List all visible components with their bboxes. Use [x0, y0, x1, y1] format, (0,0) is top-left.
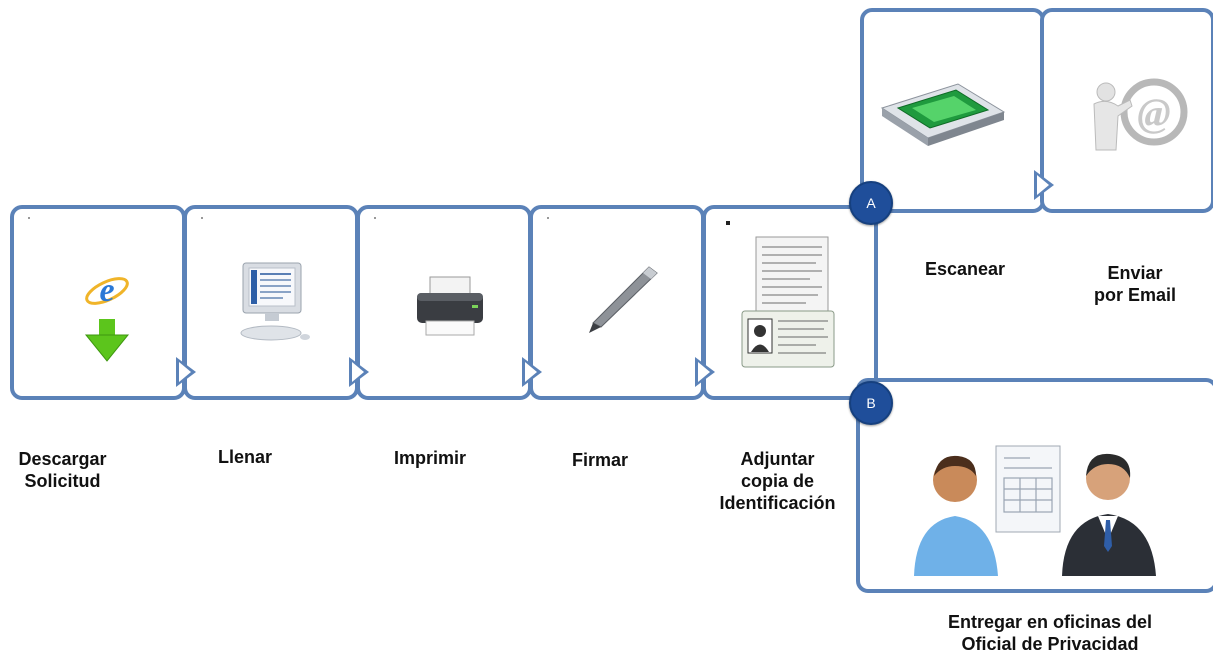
step-box-firmar [529, 205, 705, 400]
step-box-llenar [183, 205, 359, 400]
step-box-entregar [856, 378, 1213, 593]
svg-text:@: @ [1137, 90, 1170, 135]
step-box-escanear [860, 8, 1045, 213]
step-box-descargar: e [10, 205, 186, 400]
branch-marker-b: B [849, 381, 893, 425]
step-label-entregar: Entregar en oficinas del Oficial de Priv… [947, 612, 1153, 654]
pen-icon [589, 266, 658, 333]
branch-marker-a: A [849, 181, 893, 225]
email-person-icon: @ [1093, 78, 1188, 151]
step-label-firmar: Firmar [571, 450, 629, 470]
people-document-handoff-icon [914, 445, 1156, 576]
step-label-imprimir: Imprimir [393, 448, 467, 468]
id-documents-icon [741, 236, 835, 368]
step-label-adjuntar: Adjuntar copia de Identificación [719, 449, 836, 513]
svg-text:e: e [99, 272, 114, 309]
step-box-imprimir [356, 205, 532, 400]
step-label-llenar: Llenar [217, 447, 273, 467]
step-label-enviar-email: Enviar por Email [1093, 263, 1177, 305]
step-label-escanear: Escanear [924, 259, 1006, 279]
computer-form-icon [240, 262, 310, 341]
step-label-descargar: Descargar Solicitud [18, 449, 107, 491]
step-box-adjuntar [702, 205, 878, 400]
step-box-enviar-email: @ [1040, 8, 1213, 213]
scanner-icon [880, 83, 1006, 146]
printer-icon [417, 276, 483, 336]
ie-download-icon: e [84, 272, 130, 362]
